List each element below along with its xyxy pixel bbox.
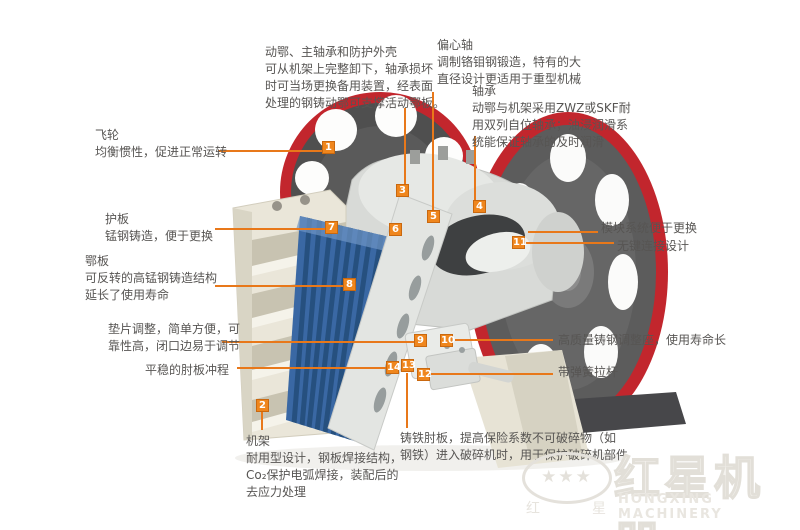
label-cast-iron-toggle: 铸铁肘板，提高保险系数不可破碎物（如 钢铁）进入破碎机时，用于保护破碎机部件 xyxy=(400,431,629,462)
label-guard-plate: 护板 锰钢铸造，便于更换 xyxy=(105,212,214,243)
label-frame: 机架 耐用型设计，钢板焊接结构， Co₂保护电弧焊接，装配后的 去应力处理 xyxy=(246,434,403,499)
callout-12: 12 xyxy=(417,368,432,381)
label-toggle-stroke: 平稳的肘板冲程 xyxy=(145,363,230,377)
label-jaw-plate: 鄂板 可反转的高锰钢铸造结构 延长了使用寿命 xyxy=(85,254,218,302)
callout-2: 2 xyxy=(256,399,269,412)
label-shim-adjust: 垫片调整，简单方便，可 靠性高，闭口边易于调节 xyxy=(108,322,241,353)
leader-lines xyxy=(215,92,614,430)
callout-7: 7 xyxy=(325,221,338,234)
jaw-plates-blue xyxy=(286,216,402,444)
callout-4: 4 xyxy=(473,200,486,213)
label-keyless-connect: 无键连接设计 xyxy=(617,239,690,253)
label-spring-rod: 带弹簧拉杆 xyxy=(558,365,619,379)
callout-3: 3 xyxy=(396,184,409,197)
callout-8: 8 xyxy=(343,278,356,291)
label-module-system: 模块系统便于更换 xyxy=(601,221,698,235)
callout-5: 5 xyxy=(427,210,440,223)
callout-1: 1 xyxy=(322,141,335,154)
label-flywheel: 飞轮 均衡惯性，促进正常运转 xyxy=(95,128,228,159)
callout-11: 11 xyxy=(512,236,527,249)
label-movable-jaw: 动鄂、主轴承和防护外壳 可从机架上完整卸下，轴承损坏 时可当场更换备用装置，经表… xyxy=(265,45,446,110)
label-bearing: 轴承 动鄂与机架采用ZWZ或SKF耐 用双列自位轴承；油浸润滑系 统能保证轴承的… xyxy=(472,84,631,149)
callout-6: 6 xyxy=(389,223,402,236)
callout-10: 10 xyxy=(440,334,455,347)
label-adjust-seat: 高质量铸钢调整座，使用寿命长 xyxy=(558,333,727,347)
callout-9: 9 xyxy=(414,334,427,347)
base-plate xyxy=(560,392,686,434)
callout-13: 13 xyxy=(401,359,416,372)
label-eccentric-shaft: 偏心轴 调制铬钼钢锻造，特有的大 直径设计更适用于重型机械 xyxy=(437,38,582,86)
callout-14: 14 xyxy=(386,361,401,374)
support-leg xyxy=(462,350,590,468)
